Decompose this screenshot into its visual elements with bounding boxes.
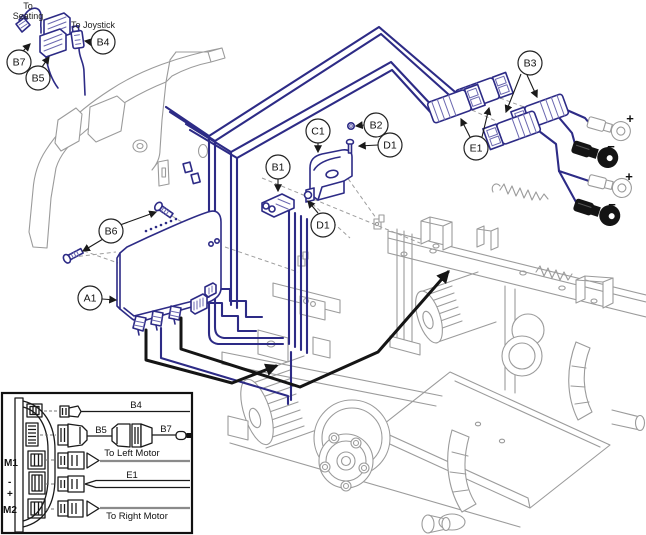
callout-b2: B2 xyxy=(363,112,389,138)
callout-d1-upper: D1 xyxy=(377,132,403,158)
svg-text:B4: B4 xyxy=(97,37,110,49)
screw-d1-upper xyxy=(345,138,355,154)
battery-plus-sign: + xyxy=(626,111,634,126)
connector-b3-b xyxy=(482,110,542,151)
to-seating-label: To xyxy=(23,1,33,11)
legend-row-e1: E1 xyxy=(57,470,190,493)
callout-e1: E1 xyxy=(463,135,489,161)
legend-m1-label: M1 xyxy=(4,458,18,469)
legend-b4-label: B4 xyxy=(130,400,142,411)
negative-terminal-1 xyxy=(571,140,619,169)
callout-c1: C1 xyxy=(305,118,331,144)
legend-right-motor-label: To Right Motor xyxy=(106,511,168,522)
seating-joystick-connectors xyxy=(15,7,201,185)
battery-quick-disconnects xyxy=(426,71,570,151)
callout-leaders xyxy=(22,38,538,304)
legend-controller-profile: M1 - + M2 xyxy=(3,397,56,533)
svg-text:B5: B5 xyxy=(32,73,45,85)
negative-terminal-2 xyxy=(573,198,621,227)
callout-a1: A1 xyxy=(77,285,103,311)
battery-plus-sign: + xyxy=(625,169,633,184)
callout-b7: B7 xyxy=(6,49,32,75)
legend-box: M1 - + M2 B4 B5 B7 xyxy=(0,391,194,535)
svg-text:B7: B7 xyxy=(13,57,26,69)
controller-module xyxy=(116,210,222,336)
legend-left-motor-label: To Left Motor xyxy=(104,448,159,459)
callout-b3: B3 xyxy=(517,50,543,76)
svg-text:B3: B3 xyxy=(524,58,537,70)
callouts: B7 B5 B4 B6 A1 C1 B2 D1 B1 D1 B3 E1 xyxy=(6,29,543,311)
drive-base-frame xyxy=(221,183,646,534)
nut-b2 xyxy=(346,122,355,131)
motor-cables xyxy=(144,270,450,389)
wire-harness xyxy=(159,25,592,406)
callout-d1-lower: D1 xyxy=(310,212,336,238)
svg-text:D1: D1 xyxy=(383,140,397,152)
legend-b5-label: B5 xyxy=(95,425,107,436)
callout-b4: B4 xyxy=(90,29,116,55)
svg-text:A1: A1 xyxy=(84,293,97,305)
positive-terminal-2 xyxy=(587,174,632,199)
right-motor-cable xyxy=(179,270,450,389)
legend-plus-label: + xyxy=(7,489,13,500)
to-joystick-label: To Joystick xyxy=(71,20,116,30)
svg-text:D1: D1 xyxy=(316,220,330,232)
svg-text:C1: C1 xyxy=(311,126,325,138)
callout-b5: B5 xyxy=(25,65,51,91)
callout-b1: B1 xyxy=(265,154,291,180)
legend-row-b4: B4 xyxy=(59,400,190,418)
nut-d1-lower xyxy=(303,190,313,200)
controller-vents xyxy=(144,217,178,233)
seat-shroud-outline xyxy=(28,47,226,249)
wheel-studs xyxy=(319,432,370,492)
svg-text:B1: B1 xyxy=(272,162,285,174)
legend-row-b5-b7: B5 B7 xyxy=(57,423,192,448)
mounting-bracket-c1 xyxy=(261,122,355,218)
positive-terminal-1 xyxy=(586,116,631,142)
battery-minus-sign: − xyxy=(607,139,615,154)
legend-row-left-motor: To Left Motor xyxy=(57,448,190,470)
svg-text:B6: B6 xyxy=(105,226,118,238)
text-labels: To Seating To Joystick xyxy=(13,1,116,30)
left-motor-cable xyxy=(144,328,279,385)
connector-e1-b xyxy=(426,83,486,124)
battery-terminals: + − + − xyxy=(571,111,634,227)
callout-b6: B6 xyxy=(98,218,124,244)
legend-m2-label: M2 xyxy=(3,505,17,516)
svg-text:B2: B2 xyxy=(370,120,383,132)
to-seating-label: Seating xyxy=(13,11,44,21)
legend-minus-label: - xyxy=(8,477,11,488)
legend-row-right-motor: To Right Motor xyxy=(57,499,190,522)
legend-e1-label: E1 xyxy=(126,470,138,481)
seating-plug xyxy=(15,17,31,33)
mounting-screws-b6 xyxy=(62,201,174,264)
legend-b7-label: B7 xyxy=(160,424,172,435)
svg-text:E1: E1 xyxy=(470,143,483,155)
battery-minus-sign: − xyxy=(608,197,616,212)
